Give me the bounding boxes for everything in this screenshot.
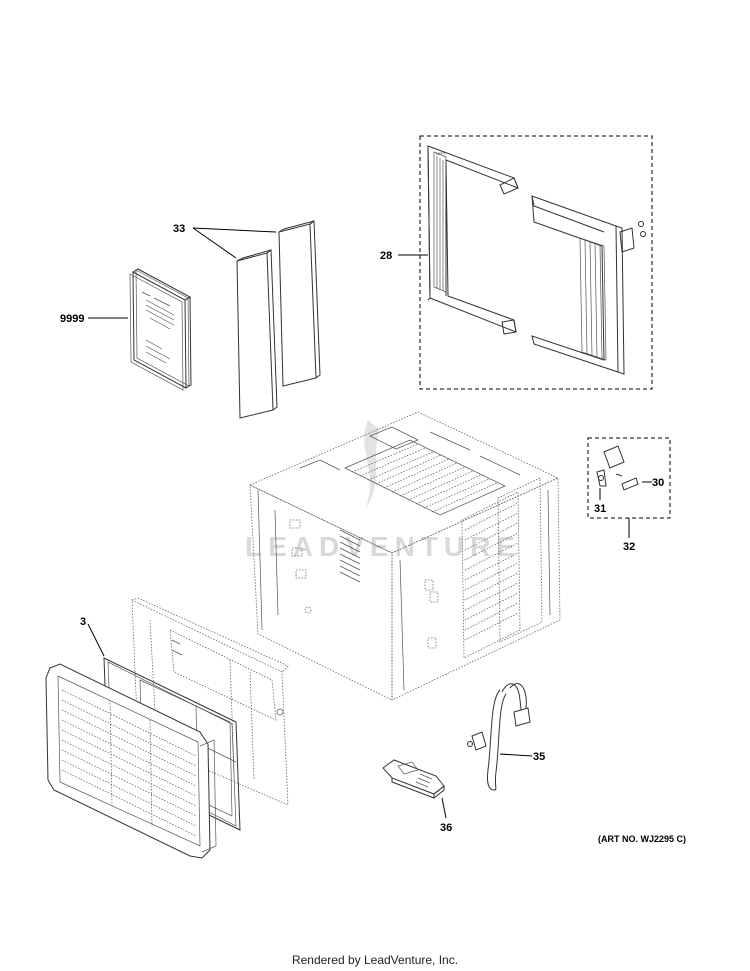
part-28-window-frame-kit[interactable]: LEFT <box>398 135 653 390</box>
callout-33: 33 <box>173 223 185 235</box>
callout-28: 28 <box>380 250 392 262</box>
art-number: (ART NO. WJ2295 C) <box>598 834 687 844</box>
part-33-curtain-panels[interactable] <box>192 220 321 419</box>
callout-32: 32 <box>623 541 635 553</box>
front-grille-assembly[interactable] <box>131 597 289 806</box>
watermark-flame-icon <box>364 420 380 510</box>
part-35-power-cord[interactable] <box>467 683 533 791</box>
front-grille[interactable] <box>45 663 217 859</box>
cabinet-wrapper[interactable] <box>249 411 561 701</box>
callout-31: 31 <box>594 503 606 515</box>
watermark-logo: LEADVENTURE <box>245 420 521 562</box>
part-9999-manual[interactable] <box>88 268 192 391</box>
part-36-remote-control[interactable] <box>382 759 447 819</box>
callout-9999: 9999 <box>60 313 84 325</box>
footer-credit: Rendered by LeadVenture, Inc. <box>291 953 459 967</box>
callout-3: 3 <box>80 616 86 628</box>
callout-35: 35 <box>533 751 545 763</box>
svg-text:LEFT: LEFT <box>436 151 446 156</box>
part-32-hardware-kit[interactable] <box>587 437 671 538</box>
callout-36: 36 <box>440 822 452 834</box>
watermark-text: LEADVENTURE <box>245 531 521 562</box>
kit-28-boundary <box>419 135 653 390</box>
callout-30: 30 <box>652 477 664 489</box>
